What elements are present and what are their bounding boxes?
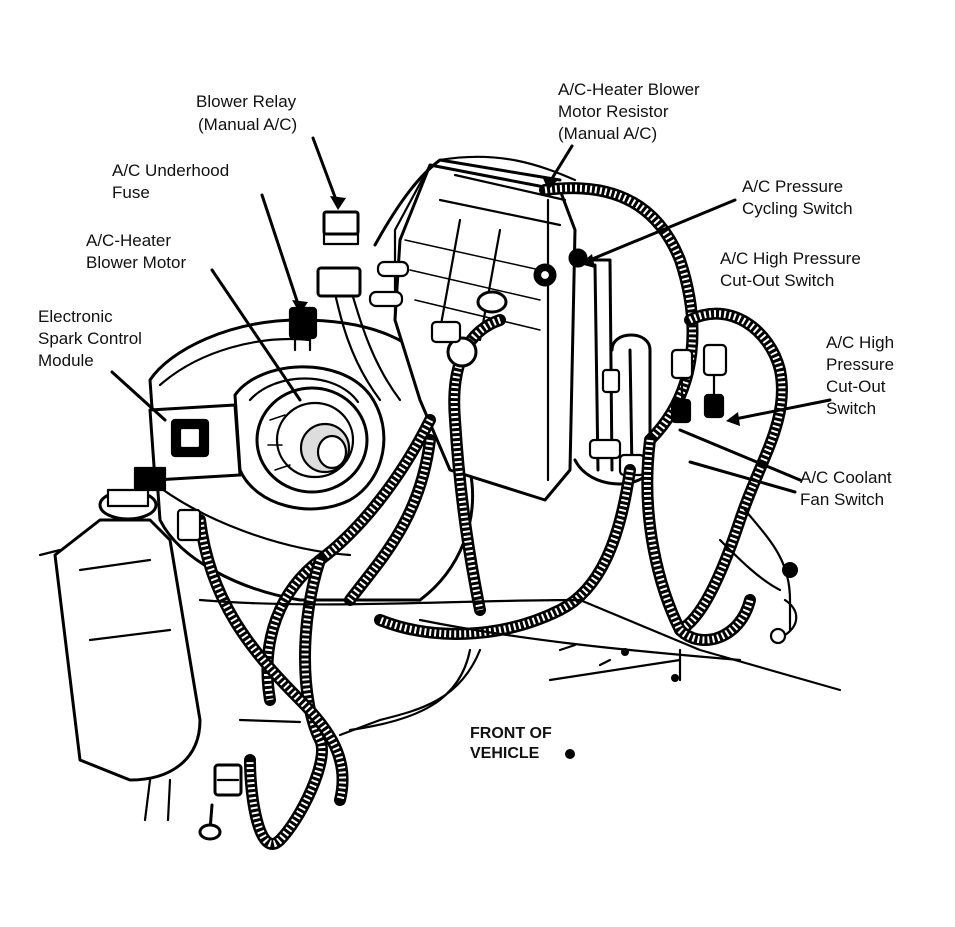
label-line: Electronic [38, 307, 113, 326]
leader-lines [110, 136, 832, 494]
label-blower-relay: Blower Relay (Manual A/C) [196, 92, 297, 134]
label-blower-motor: A/C-Heater Blower Motor [86, 231, 186, 272]
coolant-reservoir [53, 488, 202, 822]
label-line: A/C-Heater [86, 231, 171, 250]
label-line: A/C-Heater Blower [558, 80, 700, 99]
label-line: Cut-Out [826, 377, 886, 396]
label-line: Module [38, 351, 94, 370]
label-line: A/C Coolant [800, 468, 892, 487]
label-line: Blower Relay [196, 92, 297, 111]
label-line: Pressure [826, 355, 894, 374]
label-line: Cycling Switch [742, 199, 853, 218]
label-line: Fuse [112, 183, 150, 202]
label-line: Cut-Out Switch [720, 271, 834, 290]
label-line: Fan Switch [800, 490, 884, 509]
label-underhood-fuse: A/C Underhood Fuse [112, 161, 229, 202]
label-line: (Manual A/C) [198, 115, 297, 134]
label-line: A/C High [826, 333, 894, 352]
label-line: VEHICLE [470, 745, 540, 762]
refrigerant-lines [573, 258, 652, 486]
label-line: Switch [826, 399, 876, 418]
label-spark-control: Electronic Spark Control Module [38, 307, 142, 370]
spark-control-module [133, 403, 242, 542]
label-high-pressure-1: A/C High Pressure Cut-Out Switch [720, 249, 861, 290]
front-marker-dot [565, 749, 575, 759]
label-line: (Manual A/C) [558, 124, 657, 143]
label-line: A/C Underhood [112, 161, 229, 180]
pressure-switches [670, 343, 728, 424]
label-line: Motor Resistor [558, 102, 669, 121]
label-line: Blower Motor [86, 253, 186, 272]
relay-fuse-block [288, 210, 588, 368]
label-line: FRONT OF [470, 725, 552, 742]
label-line: A/C High Pressure [720, 249, 861, 268]
label-motor-resistor: A/C-Heater Blower Motor Resistor (Manual… [558, 80, 700, 143]
label-pressure-cycling: A/C Pressure Cycling Switch [742, 177, 853, 218]
body-lines [38, 548, 842, 724]
label-line: A/C Pressure [742, 177, 843, 196]
label-line: Spark Control [38, 329, 142, 348]
label-coolant-fan: A/C Coolant Fan Switch [800, 468, 892, 509]
label-front-of-vehicle: FRONT OF VEHICLE [470, 725, 575, 762]
label-high-pressure-2: A/C High Pressure Cut-Out Switch [826, 333, 894, 418]
